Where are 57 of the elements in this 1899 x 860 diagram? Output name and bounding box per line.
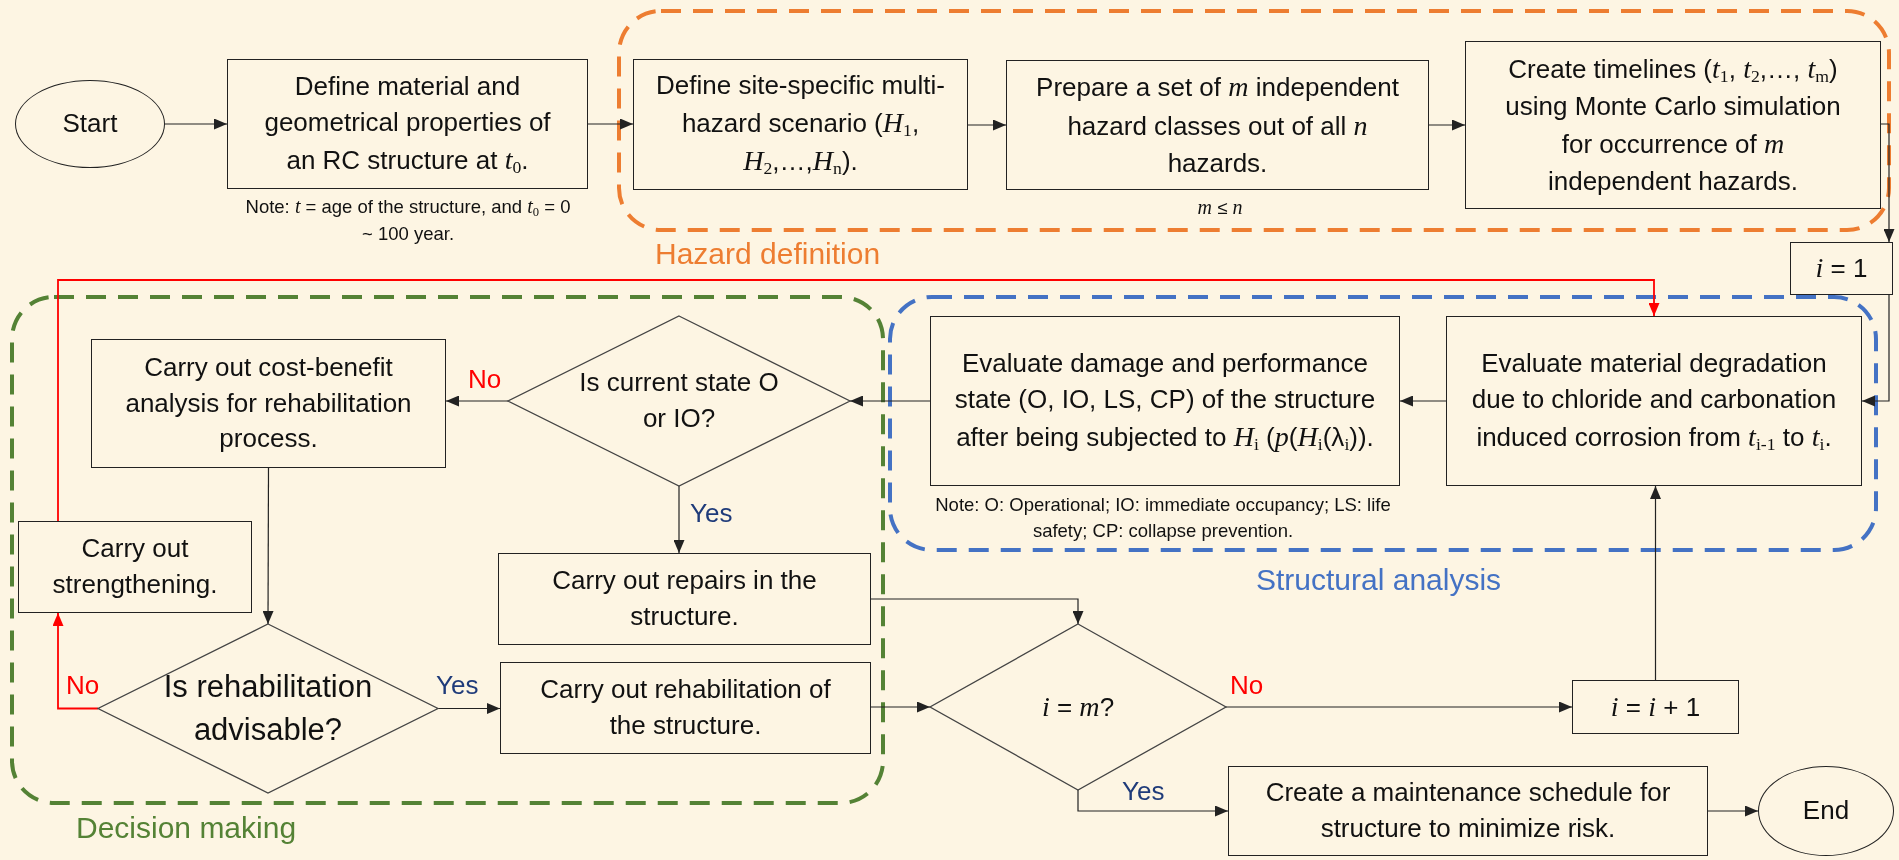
arrow: [262, 467, 274, 625]
arrow: [1399, 395, 1447, 407]
box-text: Evaluate damage and performance state (O, IO, LS, CP) of the structure after being subjected to H$_{i}$ (p(H$_{i}$(λ$_{i}$)).: [953, 346, 1377, 456]
arrow: [1428, 119, 1466, 131]
arrow: [52, 612, 99, 710]
process-box: [1465, 41, 1881, 209]
box-text: Carry out cost-benefit analysis for rehabilitation process.: [124, 350, 413, 456]
note-text: Note: O: Operational; IO: immediate occupancy; LS: life safety; CP: collapse prevention.: [934, 493, 1392, 543]
arrow: [1707, 805, 1759, 817]
arrow: [1650, 485, 1661, 681]
box-text: Define site-specific multi-hazard scenario (H$_{1}$, H$_{2}$,…,H$_{n}$).: [656, 68, 945, 181]
arrow: [1077, 789, 1229, 817]
process-box: [91, 339, 446, 468]
box-text: Create a maintenance schedule for structure to minimize risk.: [1264, 776, 1672, 845]
arrow: [1225, 701, 1573, 713]
process-box: [1572, 680, 1739, 734]
process-box: [1446, 316, 1862, 486]
process-box: [18, 521, 252, 613]
arrow: [870, 701, 931, 713]
process-box: [1228, 766, 1708, 856]
box-text: Evaluate material degradation due to chloride and carbonation induced corrosion from t$_{i-1}$ to t$_{i}$.: [1470, 346, 1838, 456]
decision-text: Is rehabilitation advisable?: [162, 667, 374, 749]
process-box: [500, 662, 871, 754]
arrow: [587, 118, 634, 130]
arrow: [870, 598, 1084, 625]
decision-text: i = m?: [1041, 689, 1115, 724]
arrow: [445, 395, 509, 407]
box-text: Carry out strengthening.: [51, 532, 219, 601]
box-text: i = 1: [1815, 251, 1868, 286]
box-text: Create timelines (t$_{1}$, t$_{2}$,…, t$_{m}$) using Monte Carlo simulation for occurrence of m independent hazards.: [1504, 52, 1842, 198]
process-box: [1006, 60, 1429, 190]
box-text: i = i + 1: [1610, 689, 1701, 724]
arrow: [57, 279, 1660, 522]
arrow: [437, 703, 501, 714]
decision-text: Is current state O or IO?: [578, 366, 780, 435]
box-text: Carry out rehabilitation of the structure.: [539, 673, 832, 742]
process-box: [498, 553, 871, 645]
group-label: Structural analysis: [1256, 562, 1502, 598]
process-box: [1790, 242, 1893, 295]
arrow: [849, 395, 931, 407]
arrow: [1861, 294, 1890, 407]
arrow: [673, 485, 685, 554]
note-text: Note: t = age of the structure, and t$_{0}$ = 0 ~ 100 year.: [244, 194, 572, 246]
process-box: [930, 316, 1400, 486]
terminal-text: Start: [62, 107, 118, 141]
arrow: [1880, 123, 1895, 243]
group-label: Hazard definition: [655, 236, 881, 272]
process-box: [633, 59, 968, 190]
arrow: [967, 119, 1007, 131]
group-label: Decision making: [76, 810, 297, 846]
box-text: Prepare a set of m independent hazard classes out of all n hazards.: [1035, 70, 1400, 180]
box-text: Carry out repairs in the structure.: [551, 564, 818, 633]
process-box: [227, 59, 588, 189]
terminal-text: End: [1802, 794, 1850, 828]
arrow: [164, 118, 228, 130]
note-text: m ≤ n: [1196, 195, 1244, 220]
box-text: Define material and geometrical properties of an RC structure at t$_{0}$.: [263, 69, 552, 179]
